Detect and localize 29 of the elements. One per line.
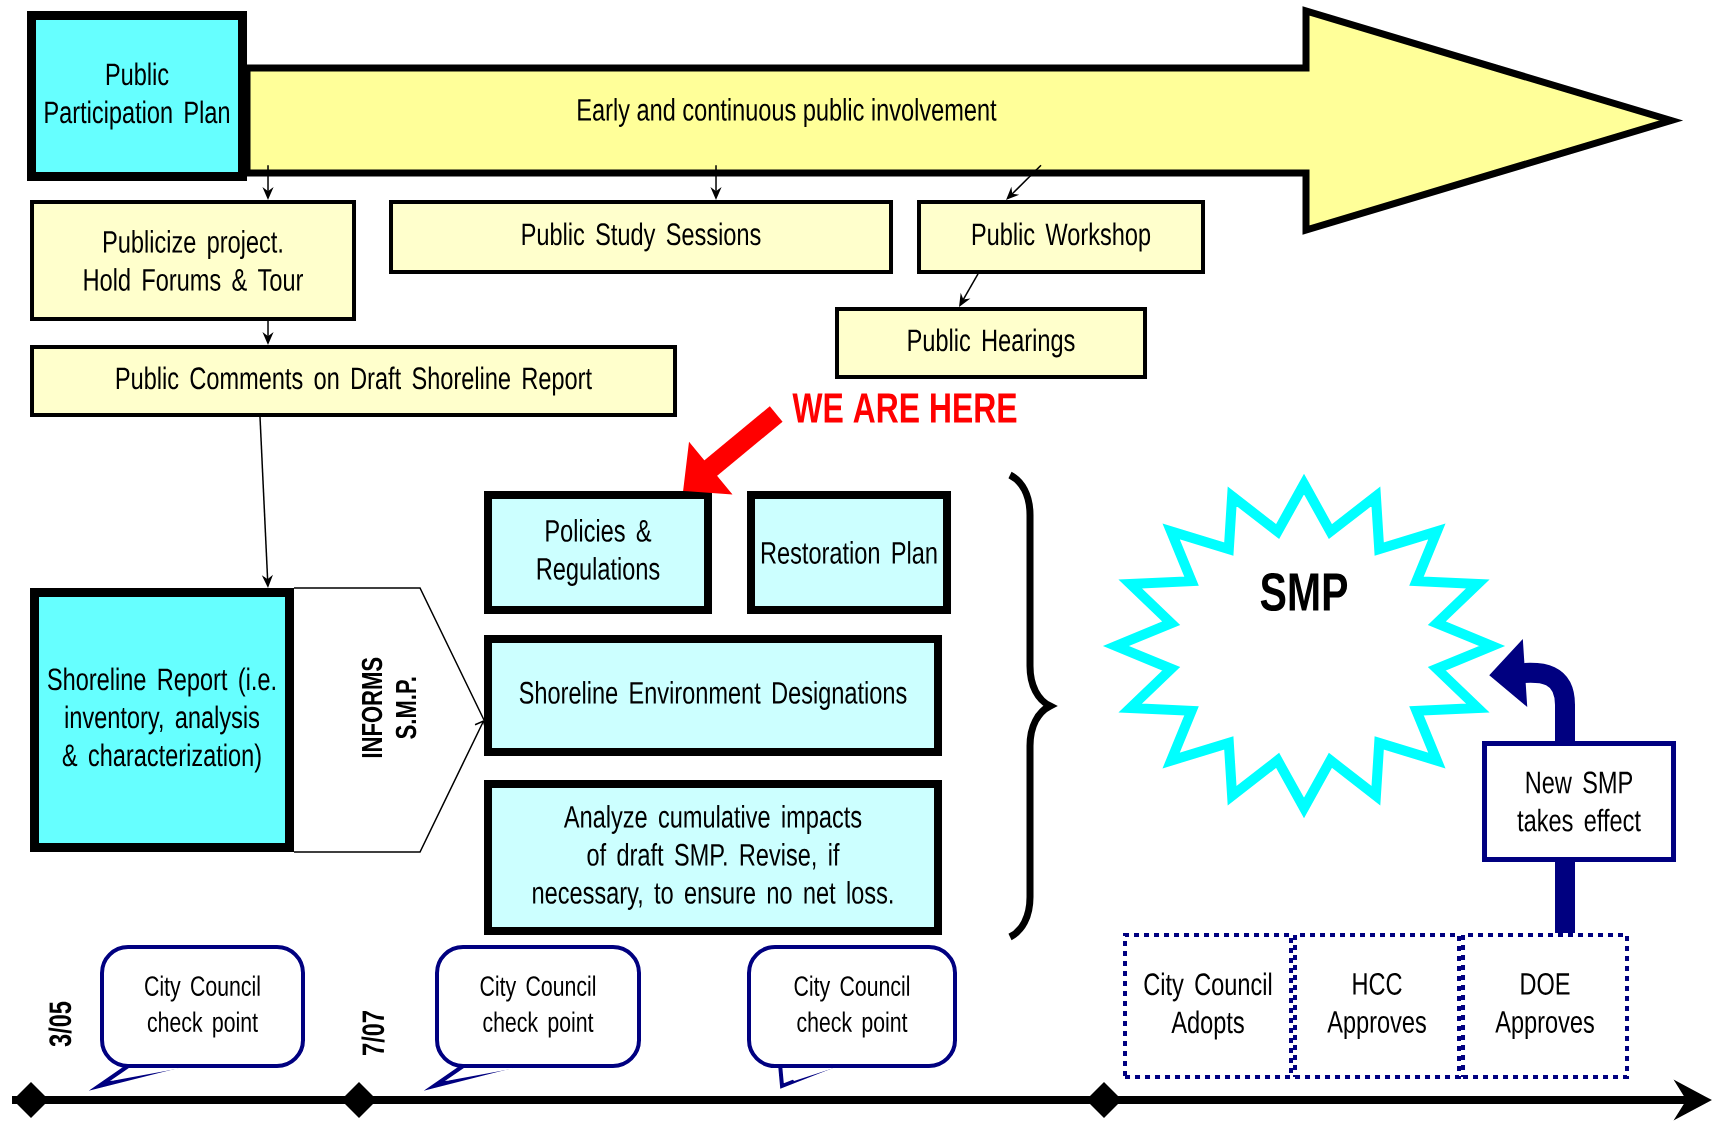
node-label: City Council check point xyxy=(145,975,260,1038)
speech-bubble: City Council check point xyxy=(423,945,641,1091)
arrow xyxy=(959,273,979,307)
process-box: Shoreline Report (i.e. inventory, analysis & characterization) xyxy=(30,588,294,852)
process-box: Publicize project. Hold Forums & Tour xyxy=(30,200,356,321)
block-arrow xyxy=(293,587,487,853)
date-label: 3/05 xyxy=(48,1001,72,1047)
edge-label: INFORMS S.M.P. xyxy=(360,631,418,784)
arrow xyxy=(683,406,783,495)
process-box: Shoreline Environment Designations xyxy=(484,635,942,756)
approval-box: DOE Approves xyxy=(1461,933,1629,1079)
node-label: City Council check point xyxy=(794,975,910,1038)
approval-box: HCC Approves xyxy=(1293,933,1461,1079)
callout-text: WE ARE HERE xyxy=(792,393,1017,423)
process-box: Public Hearings xyxy=(835,307,1147,379)
process-box: Public Workshop xyxy=(917,200,1205,274)
process-box: Restoration Plan xyxy=(747,491,951,614)
sign-box: New SMP takes effect xyxy=(1482,741,1676,862)
approval-box: City Council Adopts xyxy=(1123,933,1293,1079)
process-box: Public Participation Plan xyxy=(27,11,247,181)
process-box: Policies & Regulations xyxy=(484,491,712,614)
process-box: Public Study Sessions xyxy=(389,200,893,274)
process-box: Public Comments on Draft Shoreline Report xyxy=(30,345,677,417)
speech-bubble: City Council check point xyxy=(88,945,305,1091)
arrow xyxy=(1006,164,1042,200)
speech-bubble: City Council check point xyxy=(747,945,957,1089)
date-label: 7/07 xyxy=(361,1011,385,1055)
node-label: City Council check point xyxy=(480,975,596,1038)
process-box: Analyze cumulative impacts of draft SMP. Revise, if necessary, to ensure no net loss. xyxy=(484,780,942,935)
